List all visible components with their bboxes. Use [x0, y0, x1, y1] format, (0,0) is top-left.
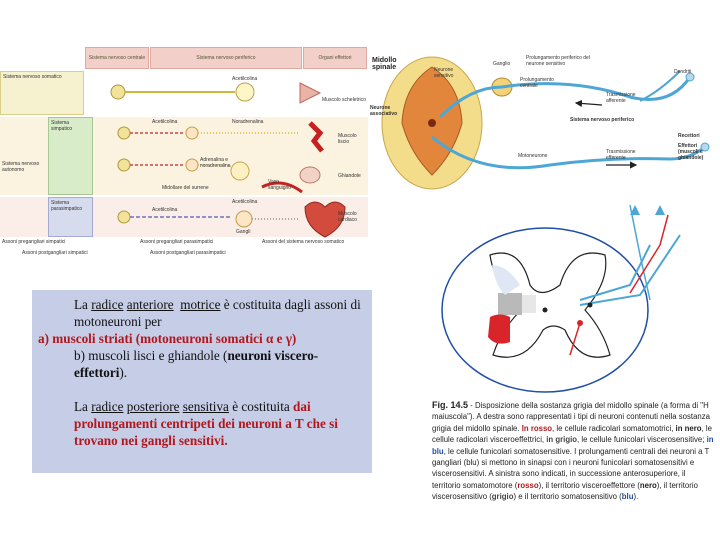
- label-afferent: Trasmissione afferente: [606, 92, 636, 104]
- label-skeletal-muscle: Muscolo scheletrico: [322, 97, 366, 103]
- label-ach-para2: Acetilcolina: [232, 199, 258, 205]
- label-sympathetic: Sistema simpatico: [48, 117, 93, 195]
- legend-item: Assoni del sistema nervoso somatico: [262, 239, 345, 245]
- legend-item: Assoni postgangliari simpatici: [22, 250, 88, 256]
- region-viscerosensory: [498, 293, 522, 315]
- label-sensory-neuron: Neurone sensitivo: [434, 67, 454, 79]
- label-ach-para1: Acetilcolina: [152, 207, 178, 213]
- label-parasympathetic: Sistema parasimpatico: [48, 197, 93, 237]
- header-effectors: Organi effettori: [303, 47, 367, 69]
- label-autonomic: Sistema nervoso autonomo: [2, 161, 40, 173]
- label-effectors: Effettori (muscoli e ghiandole): [678, 143, 704, 161]
- label-assoc-neuron: Neurone associativo: [370, 105, 398, 117]
- nervous-system-diagram: Sistema nervoso centrale Sistema nervoso…: [0, 47, 368, 261]
- header-pns: Sistema nervoso periferico: [150, 47, 302, 69]
- legend-item: Assoni postgangliari parasimpatici: [150, 250, 226, 256]
- label-dendrite: Dendriti: [674, 69, 692, 75]
- label-adrenal-medulla: Midollare del surrene: [162, 185, 209, 191]
- label-pns: Sistema nervoso periferico: [570, 117, 635, 123]
- paragraph-anterior-root: La radice anteriore motrice è costituita…: [74, 297, 361, 329]
- legend: Assoni pregangliari simpatici Assoni pre…: [0, 237, 368, 261]
- label-ganglion: Ganglio: [493, 61, 511, 67]
- neuron-parasympathetic: [117, 201, 346, 238]
- label-motor-neuron: Motoneurone: [518, 153, 548, 159]
- spinal-cord-reflex-diagram: Midollo spinale Neurone associativo Neur…: [370, 47, 715, 193]
- spinal-cord-svg: [381, 56, 710, 190]
- label-receptors: Recettori: [678, 133, 700, 139]
- paragraph-posterior-root: La radice posteriore sensitiva è costitu…: [74, 399, 338, 448]
- legend-item: Assoni pregangliari parasimpatici: [140, 239, 214, 245]
- neuron-sympathetic-1: [117, 121, 324, 153]
- label-smooth-muscle: Muscolo liscio: [338, 133, 357, 145]
- label-ach-symp: Acetilcolina: [152, 119, 178, 125]
- label-ganglia: Gangli: [236, 229, 251, 235]
- region-somatomotor: [488, 314, 510, 344]
- neuron-somatic: [110, 82, 322, 104]
- label-ach-somatic: Acetilcolina: [232, 76, 258, 82]
- label-efferent: Trasmissione efferente: [606, 149, 636, 161]
- label-somatic: Sistema nervoso somatico: [0, 71, 84, 115]
- label-glands: Ghiandole: [338, 173, 361, 179]
- label-peripheral-process: Prolungamento periferico del neurone sen…: [526, 55, 590, 67]
- label-central-process: Prolungamento centrale: [520, 77, 554, 89]
- line-striated-muscles: a) muscoli striati (motoneuroni somatici…: [38, 331, 297, 346]
- neuron-sympathetic-2: [117, 158, 321, 194]
- label-blood-vessel: Vaso sanguigno: [268, 179, 292, 191]
- figure-caption: Fig. 14.5 - Disposizione della sostanza …: [432, 400, 714, 502]
- label-adrenaline: Adrenalina e noradrenalina: [200, 157, 231, 169]
- gray-matter-svg: [441, 204, 681, 393]
- neuron-pathways-svg: [110, 82, 346, 238]
- label-noradrenaline: Noradrenalina: [232, 119, 264, 125]
- gray-matter-diagram: [430, 204, 710, 395]
- label-cord: Midollo spinale: [372, 57, 397, 71]
- line-smooth-muscles: b) muscoli lisci e ghiandole (neuroni vi…: [74, 348, 319, 380]
- header-cns: Sistema nervoso centrale: [85, 47, 149, 69]
- legend-item: Assoni pregangliari simpatici: [2, 239, 66, 245]
- label-heart-muscle: Muscolo cardiaco: [338, 211, 357, 223]
- text-box: La radice anteriore motrice è costituita…: [32, 290, 372, 473]
